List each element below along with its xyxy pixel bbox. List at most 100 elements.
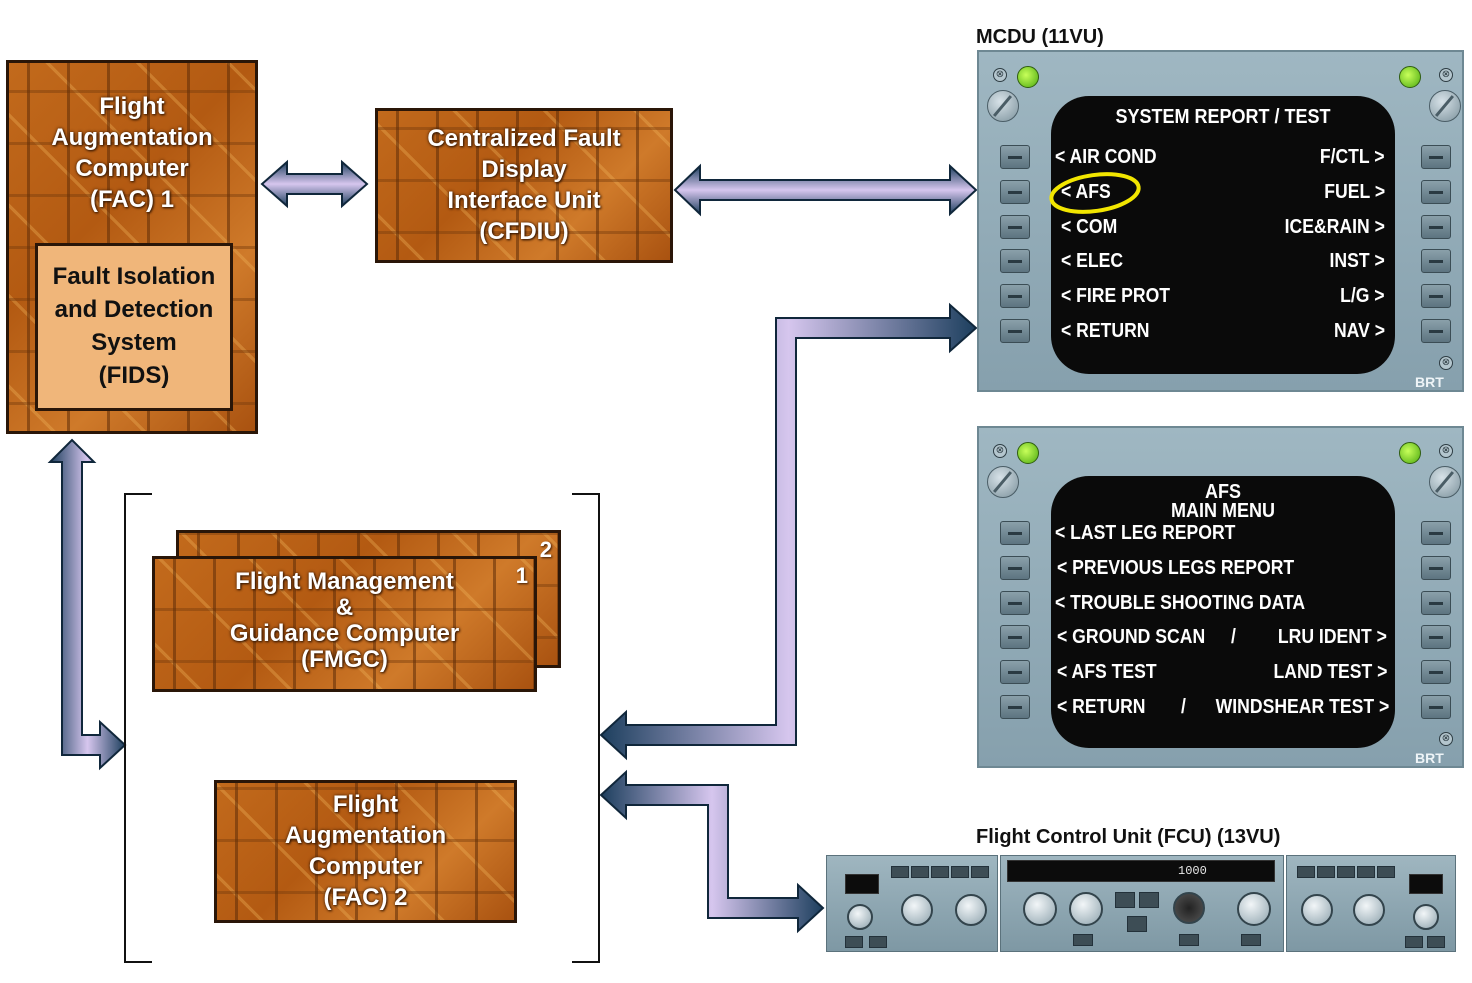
screw-icon: ⊗	[1439, 444, 1453, 458]
efis-button[interactable]	[1317, 866, 1335, 878]
menu-com[interactable]: < COM	[1061, 216, 1118, 238]
fm-led-icon	[1399, 442, 1421, 464]
screw-icon: ⊗	[993, 68, 1007, 82]
exped-button[interactable]	[1179, 934, 1199, 946]
efis-button[interactable]	[951, 866, 969, 878]
heading-knob-icon[interactable]	[1069, 892, 1103, 926]
menu-fuel[interactable]: FUEL >	[1324, 181, 1385, 203]
efis-button[interactable]	[1427, 936, 1445, 948]
efis-button[interactable]	[971, 866, 989, 878]
lsk-1l[interactable]	[1000, 521, 1030, 545]
efis-button[interactable]	[845, 936, 863, 948]
brightness-knob-icon[interactable]	[1429, 466, 1461, 498]
lsk-3r[interactable]	[1421, 591, 1451, 615]
baro-knob-icon[interactable]	[847, 904, 873, 930]
lsk-2l[interactable]	[1000, 180, 1030, 204]
lsk-1l[interactable]	[1000, 145, 1030, 169]
menu-trouble-shooting-data[interactable]: < TROUBLE SHOOTING DATA	[1055, 592, 1306, 614]
menu-lg[interactable]: L/G >	[1340, 285, 1385, 307]
menu-previous-legs-report[interactable]: < PREVIOUS LEGS REPORT	[1057, 557, 1295, 579]
nd-mode-knob-icon[interactable]	[901, 894, 933, 926]
computer-group-bracket-left	[124, 493, 152, 963]
screw-icon: ⊗	[993, 444, 1007, 458]
lsk-5r[interactable]	[1421, 660, 1451, 684]
menu-afs[interactable]: < AFS	[1061, 181, 1111, 203]
lsk-2r[interactable]	[1421, 556, 1451, 580]
baro-display	[1409, 874, 1443, 894]
lsk-2r[interactable]	[1421, 180, 1451, 204]
afs-highlight-ellipse	[1049, 172, 1141, 214]
brt-label: BRT	[1415, 374, 1444, 390]
baro-knob-icon[interactable]	[1413, 904, 1439, 930]
speed-knob-icon[interactable]	[1023, 892, 1057, 926]
lsk-3l[interactable]	[1000, 591, 1030, 615]
efis-button[interactable]	[931, 866, 949, 878]
arrow-fac1-bracket	[47, 438, 127, 771]
efis-button[interactable]	[869, 936, 887, 948]
lsk-6r[interactable]	[1421, 695, 1451, 719]
menu-ground-scan[interactable]: < GROUND SCAN	[1057, 626, 1206, 648]
menu-nav[interactable]: NAV >	[1333, 320, 1385, 342]
menu-afs-test[interactable]: < AFS TEST	[1057, 661, 1157, 683]
alt-value: 1000	[1178, 864, 1207, 878]
lsk-4r[interactable]	[1421, 625, 1451, 649]
nd-range-knob-icon[interactable]	[955, 894, 987, 926]
nd-range-knob-icon[interactable]	[1301, 894, 1333, 926]
screen-title: SYSTEM REPORT / TEST	[1115, 106, 1331, 128]
screen-title-main-menu: MAIN MENU	[1170, 500, 1275, 522]
menu-return[interactable]: < RETURN	[1061, 320, 1150, 342]
lsk-6l[interactable]	[1000, 695, 1030, 719]
brightness-knob-icon[interactable]	[987, 90, 1019, 122]
arrow-cfdiu-mcdu	[673, 163, 978, 217]
loc-button[interactable]	[1073, 934, 1093, 946]
lsk-5l[interactable]	[1000, 284, 1030, 308]
lsk-5l[interactable]	[1000, 660, 1030, 684]
lsk-6l[interactable]	[1000, 319, 1030, 343]
fcu-main-display: 1000	[1007, 860, 1275, 882]
menu-f-ctl[interactable]: F/CTL >	[1320, 146, 1385, 168]
appr-button[interactable]	[1241, 934, 1261, 946]
lsk-5r[interactable]	[1421, 284, 1451, 308]
menu-land-test[interactable]: LAND TEST >	[1273, 661, 1387, 683]
efis-button[interactable]	[1377, 866, 1395, 878]
ap-button[interactable]	[1139, 892, 1159, 908]
efis-button[interactable]	[891, 866, 909, 878]
athr-button[interactable]	[1127, 916, 1147, 932]
menu-inst[interactable]: INST >	[1329, 250, 1385, 272]
fmgc-unit-1-number: 1	[515, 563, 528, 588]
lsk-4l[interactable]	[1000, 625, 1030, 649]
efis-button[interactable]	[1337, 866, 1355, 878]
menu-return[interactable]: < RETURN	[1057, 696, 1146, 718]
lsk-2l[interactable]	[1000, 556, 1030, 580]
efis-button[interactable]	[1405, 936, 1423, 948]
menu-air-cond[interactable]: < AIR COND	[1055, 146, 1157, 168]
brightness-knob-icon[interactable]	[987, 466, 1019, 498]
lsk-4r[interactable]	[1421, 249, 1451, 273]
menu-last-leg-report[interactable]: < LAST LEG REPORT	[1055, 522, 1236, 544]
menu-lru-ident[interactable]: LRU IDENT >	[1277, 626, 1387, 648]
efis-button[interactable]	[1357, 866, 1375, 878]
nd-mode-knob-icon[interactable]	[1353, 894, 1385, 926]
ap-button[interactable]	[1115, 892, 1135, 908]
menu-fire-prot[interactable]: < FIRE PROT	[1061, 285, 1171, 307]
lsk-1r[interactable]	[1421, 145, 1451, 169]
brightness-knob-icon[interactable]	[1429, 90, 1461, 122]
vs-knob-icon[interactable]	[1237, 892, 1271, 926]
efis-button[interactable]	[1297, 866, 1315, 878]
altitude-knob-icon[interactable]	[1173, 892, 1205, 924]
fac2-box: Flight Augmentation Computer (FAC) 2	[214, 780, 517, 923]
lsk-3l[interactable]	[1000, 215, 1030, 239]
lsk-6r[interactable]	[1421, 319, 1451, 343]
lsk-1r[interactable]	[1421, 521, 1451, 545]
menu-ice-rain[interactable]: ICE&RAIN >	[1284, 216, 1385, 238]
lsk-4l[interactable]	[1000, 249, 1030, 273]
efis-button[interactable]	[911, 866, 929, 878]
screw-icon: ⊗	[1439, 356, 1453, 370]
fac2-title: Flight Augmentation Computer (FAC) 2	[284, 791, 447, 911]
mcdu-screen-afs-menu: AFS MAIN MENU < LAST LEG REPORT < PREVIO…	[1051, 476, 1395, 748]
screw-icon: ⊗	[1439, 68, 1453, 82]
menu-windshear-test[interactable]: WINDSHEAR TEST >	[1215, 696, 1389, 718]
lsk-3r[interactable]	[1421, 215, 1451, 239]
menu-elec[interactable]: < ELEC	[1061, 250, 1124, 272]
